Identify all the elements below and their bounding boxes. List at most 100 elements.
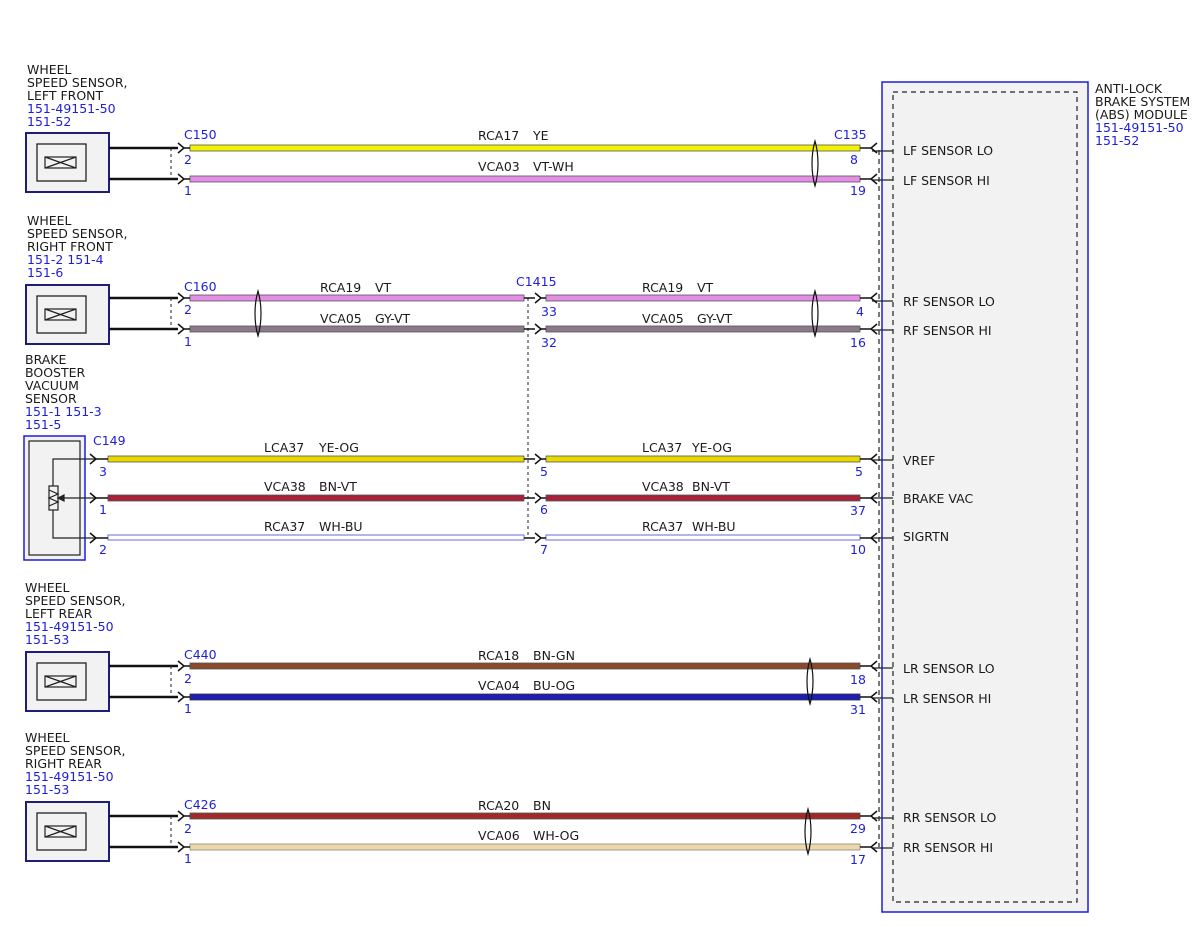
signal-lr-sensor-hi: LR SENSOR HI	[903, 691, 991, 706]
pin-numbers: 2 1 2 1 3 1 2 2 1 2 1 33 32 5 6 7 8 19 4…	[99, 152, 866, 867]
abs-module-ref-2: 151-52	[1095, 133, 1139, 148]
pin-c1415-33: 33	[541, 304, 557, 319]
pin-c426-1: 1	[184, 851, 192, 866]
connector-c160: C160	[184, 279, 217, 294]
wire-lca37-circuit-right: LCA37	[642, 440, 682, 455]
wire-rca37: RCA37 WH-BU RCA37 WH-BU	[107, 519, 861, 541]
twist-lr-icon	[806, 656, 814, 707]
bbv-title-4: SENSOR	[25, 391, 77, 406]
wire-rca17-color: YE	[532, 128, 549, 143]
lf-sensor-body	[36, 143, 87, 182]
abs-module-title-line-1: ANTI-LOCK	[1095, 81, 1163, 96]
wire-vca03: VCA03 VT-WH	[189, 159, 861, 183]
rr-ref-1: 151-49151-50	[25, 769, 114, 784]
wire-rca37-color-left: WH-BU	[319, 519, 363, 534]
rf-ref-1: 151-2 151-4	[27, 252, 104, 267]
connector-c1415: C1415	[516, 274, 557, 289]
pin-c135-19: 19	[850, 183, 866, 198]
connector-labels: C150 C135 C160 C1415 C149 C440 C426	[93, 127, 867, 812]
signal-sigrtn: SIGRTN	[903, 529, 949, 544]
pin-c1415-32: 32	[541, 335, 557, 350]
connector-c440: C440	[184, 647, 217, 662]
abs-module-frame	[881, 81, 1089, 913]
wire-rca19-circuit-right: RCA19	[642, 280, 683, 295]
rf-sensor-outline	[25, 284, 110, 345]
pin-c149-1: 1	[99, 502, 107, 517]
rr-title-2: SPEED SENSOR,	[25, 743, 125, 758]
lr-title-3: LEFT REAR	[25, 606, 93, 621]
pin-c135-8: 8	[850, 152, 858, 167]
signal-lr-sensor-lo: LR SENSOR LO	[903, 661, 995, 676]
connector-c426: C426	[184, 797, 217, 812]
component-lr-wheel-speed-sensor: WHEEL SPEED SENSOR, LEFT REAR 151-49151-…	[25, 580, 125, 712]
wire-rca37-circuit-right: RCA37	[642, 519, 683, 534]
signal-rf-sensor-hi: RF SENSOR HI	[903, 323, 992, 338]
bbv-title-2: BOOSTER	[25, 365, 86, 380]
wire-rca19-color-right: VT	[697, 280, 714, 295]
rf-sensor-body	[36, 295, 87, 334]
rr-sensor-body	[36, 812, 87, 851]
wire-vca38-circuit-left: VCA38	[264, 479, 306, 494]
pin-c150-1: 1	[184, 183, 192, 198]
pin-c1415-6: 6	[540, 502, 548, 517]
pin-c150-2: 2	[184, 152, 192, 167]
module-signal-labels: LF SENSOR LO LF SENSOR HI RF SENSOR LO R…	[903, 143, 996, 855]
pin-module-37: 37	[850, 503, 866, 518]
signal-brake-vac: BRAKE VAC	[903, 491, 973, 506]
lr-ref-1: 151-49151-50	[25, 619, 114, 634]
wire-lca37-color-right: YE-OG	[691, 440, 732, 455]
wire-rca20-color: BN	[533, 798, 551, 813]
bbv-ref-2: 151-5	[25, 417, 61, 432]
pin-module-10: 10	[850, 542, 866, 557]
abs-module-title-line-2: BRAKE SYSTEM	[1095, 94, 1190, 109]
wire-rca17-circuit: RCA17	[478, 128, 519, 143]
lr-title-2: SPEED SENSOR,	[25, 593, 125, 608]
rf-title-3: RIGHT FRONT	[27, 239, 113, 254]
twist-lf-icon	[811, 138, 819, 189]
pin-module-29: 29	[850, 821, 866, 836]
signal-lf-sensor-hi: LF SENSOR HI	[903, 173, 990, 188]
rr-title-1: WHEEL	[25, 730, 70, 745]
lr-ref-2: 151-53	[25, 632, 69, 647]
wire-rca20-circuit: RCA20	[478, 798, 519, 813]
pin-c160-1: 1	[184, 334, 192, 349]
wire-vca04-color: BU-OG	[533, 678, 575, 693]
component-brake-booster-vacuum-sensor: BRAKE BOOSTER VACUUM SENSOR 151-1 151-3 …	[23, 352, 102, 561]
rr-title-3: RIGHT REAR	[25, 756, 102, 771]
rf-title-1: WHEEL	[27, 213, 72, 228]
wire-rca18-circuit: RCA18	[478, 648, 519, 663]
lf-ref-1: 151-49151-50	[27, 101, 116, 116]
component-lf-wheel-speed-sensor: WHEEL SPEED SENSOR, LEFT FRONT 151-49151…	[25, 62, 127, 193]
lf-ref-2: 151-52	[27, 114, 71, 129]
pin-module-16: 16	[850, 335, 866, 350]
twist-rf-left-icon	[254, 288, 262, 339]
pin-c160-2: 2	[184, 302, 192, 317]
pin-module-5: 5	[855, 464, 863, 479]
wire-rca37-color-right: WH-BU	[692, 519, 736, 534]
chevron-short-leads	[96, 147, 871, 848]
wire-rca20: RCA20 BN	[189, 798, 861, 820]
wire-rca19-color-left: VT	[375, 280, 392, 295]
wire-vca38-circuit-right: VCA38	[642, 479, 684, 494]
wire-vca06: VCA06 WH-OG	[189, 828, 861, 851]
lr-title-1: WHEEL	[25, 580, 70, 595]
rr-ref-2: 151-53	[25, 782, 69, 797]
lf-title-1: WHEEL	[27, 62, 72, 77]
pin-c426-2: 2	[184, 821, 192, 836]
wire-lca37: LCA37 YE-OG LCA37 YE-OG	[107, 440, 861, 463]
wire-vca06-color: WH-OG	[533, 828, 579, 843]
lr-sensor-outline	[25, 651, 110, 712]
pin-module-4: 4	[856, 304, 864, 319]
lr-sensor-coil-icon	[44, 675, 77, 688]
signal-rf-sensor-lo: RF SENSOR LO	[903, 294, 995, 309]
twist-rf-right-icon	[811, 288, 819, 339]
signal-rr-sensor-lo: RR SENSOR LO	[903, 810, 996, 825]
lf-sensor-outline	[25, 132, 110, 193]
wire-lca37-circuit-left: LCA37	[264, 440, 304, 455]
bbv-title-1: BRAKE	[25, 352, 67, 367]
connector-c149: C149	[93, 433, 126, 448]
signal-rr-sensor-hi: RR SENSOR HI	[903, 840, 993, 855]
wire-vca06-circuit: VCA06	[478, 828, 520, 843]
wire-vca38-color-left: BN-VT	[319, 479, 357, 494]
